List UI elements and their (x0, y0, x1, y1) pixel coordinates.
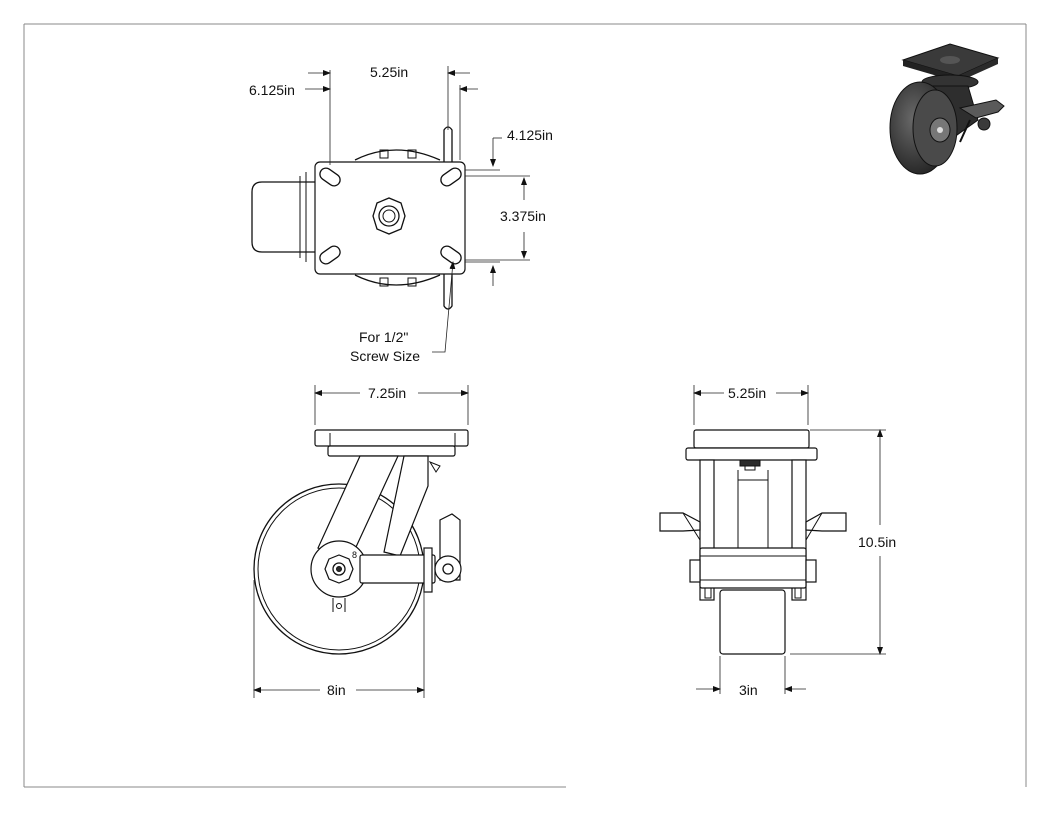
screw-note-line1: For 1/2" (359, 329, 408, 345)
dim-bolt-spacing-side: 4.125in (507, 127, 553, 143)
dim-side-plate-width: 7.25in (368, 385, 406, 401)
dim-bolt-spacing-vertical: 3.375in (500, 208, 546, 224)
hub-marking: 8 (352, 550, 357, 560)
dim-front-plate-width: 5.25in (728, 385, 766, 401)
dim-top-plate-width: 5.25in (370, 64, 408, 80)
side-dimensions (253, 385, 469, 698)
side-view: 8 (253, 429, 469, 655)
dim-top-offset: 6.125in (249, 82, 295, 98)
dim-wheel-width: 3in (739, 682, 758, 698)
isometric-render (889, 43, 1005, 175)
sheet-frame (23, 23, 1027, 788)
front-view (659, 429, 847, 655)
screw-note-line2: Screw Size (350, 348, 420, 364)
front-dimensions (693, 385, 886, 694)
top-dimensions (305, 66, 530, 353)
top-view (251, 126, 466, 310)
dim-overall-height: 10.5in (858, 534, 896, 550)
dim-wheel-diameter: 8in (327, 682, 346, 698)
